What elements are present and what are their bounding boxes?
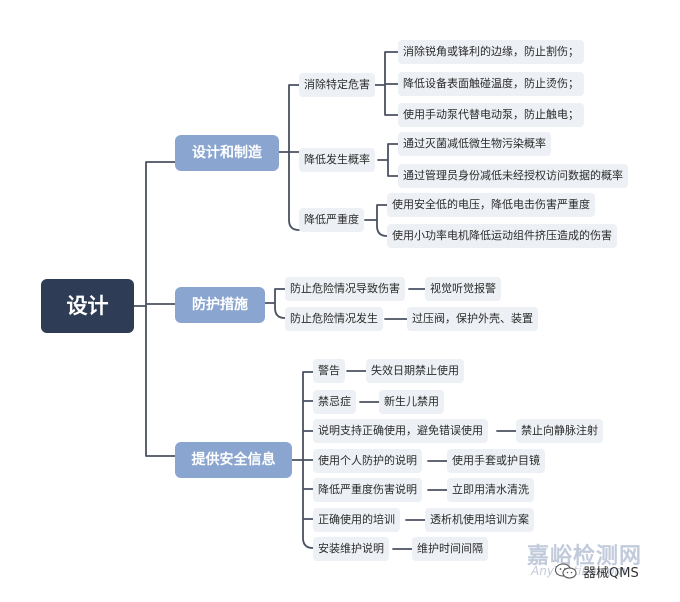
leaf-training-detail[interactable]: 透析机使用培训方案: [425, 508, 534, 532]
category-protection[interactable]: 防护措施: [175, 287, 265, 323]
leaf-correct-use-detail[interactable]: 禁止向静脉注射: [516, 419, 603, 443]
branch-install-maintain[interactable]: 安装维护说明: [313, 537, 389, 561]
branch-contraindication[interactable]: 禁忌症: [313, 390, 356, 414]
branch-reduce-probability[interactable]: 降低发生概率: [299, 148, 375, 172]
leaf-personal-protection-detail[interactable]: 使用手套或护目镜: [447, 449, 545, 473]
leaf-warning-detail[interactable]: 失效日期禁止使用: [366, 359, 464, 383]
branch-eliminate-hazard[interactable]: 消除特定危害: [299, 73, 375, 97]
branch-severity-instructions[interactable]: 降低严重度伤害说明: [313, 478, 422, 502]
leaf-install-maintain-detail[interactable]: 维护时间间隔: [412, 537, 488, 561]
leaf-hazard-1[interactable]: 消除锐角或锋利的边缘，防止割伤；: [398, 40, 584, 64]
leaf-severity-2[interactable]: 使用小功率电机降低运动组件挤压造成的伤害: [387, 224, 617, 248]
leaf-probability-2[interactable]: 通过管理员身份减低未经授权访问数据的概率: [398, 164, 628, 188]
leaf-hazard-3[interactable]: 使用手动泵代替电动泵，防止触电；: [398, 103, 584, 127]
leaf-hazard-2[interactable]: 降低设备表面触碰温度，防止烫伤；: [398, 72, 584, 96]
branch-prevent-harm[interactable]: 防止危险情况导致伤害: [285, 277, 405, 301]
category-design-manufacture[interactable]: 设计和制造: [175, 135, 279, 171]
leaf-visual-audio-alarm[interactable]: 视觉听觉报警: [425, 277, 501, 301]
branch-personal-protection[interactable]: 使用个人防护的说明: [313, 449, 422, 473]
leaf-severity-instructions-detail[interactable]: 立即用清水清洗: [447, 478, 534, 502]
branch-reduce-severity[interactable]: 降低严重度: [299, 208, 364, 232]
leaf-pressure-valve[interactable]: 过压阀，保护外壳、装置: [407, 307, 538, 331]
branch-training[interactable]: 正确使用的培训: [313, 508, 400, 532]
category-safety-info[interactable]: 提供安全信息: [175, 442, 292, 478]
branch-correct-use[interactable]: 说明支持正确使用，避免错误使用: [313, 419, 488, 443]
branch-prevent-occurrence[interactable]: 防止危险情况发生: [285, 307, 383, 331]
leaf-probability-1[interactable]: 通过灭菌减低微生物污染概率: [398, 132, 551, 156]
root-node[interactable]: 设计: [41, 279, 134, 333]
leaf-severity-1[interactable]: 使用安全低的电压，降低电击伤害严重度: [387, 193, 595, 217]
branch-warning[interactable]: 警告: [313, 359, 345, 383]
leaf-contraindication-detail[interactable]: 新生儿禁用: [379, 390, 444, 414]
